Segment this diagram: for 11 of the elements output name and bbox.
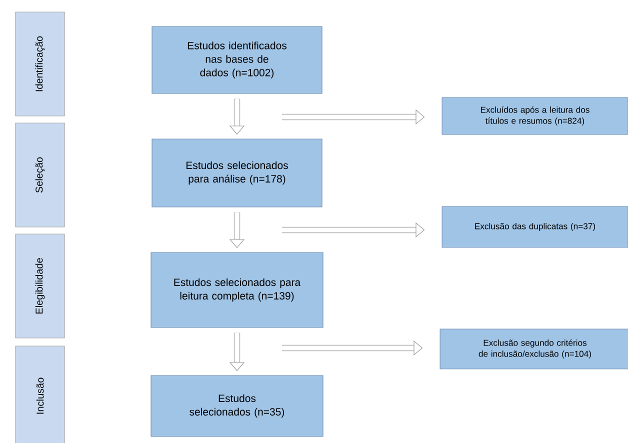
stage-box: Elegibilidade bbox=[15, 234, 65, 338]
exclusion-box: Excluídos após a leitura dos títulos e resumos (n=824) bbox=[442, 97, 628, 135]
process-box: Estudos identificados nas bases de dados (n=1002) bbox=[152, 26, 322, 94]
stage-box: Inclusão bbox=[15, 346, 65, 443]
exclusion-box: Exclusão segundo critérios de inclusão/exclusão (n=104) bbox=[440, 328, 628, 370]
exclusion-box: Exclusão das duplicatas (n=37) bbox=[442, 206, 628, 248]
process-box: Estudos selecionados para leitura completa (n=139) bbox=[150, 252, 324, 328]
stage-box: Seleção bbox=[15, 122, 65, 228]
process-box: Estudos selecionados para análise (n=178) bbox=[152, 138, 322, 208]
stage-box: Identificação bbox=[15, 12, 65, 116]
process-box: Estudos selecionados (n=35) bbox=[150, 375, 324, 437]
